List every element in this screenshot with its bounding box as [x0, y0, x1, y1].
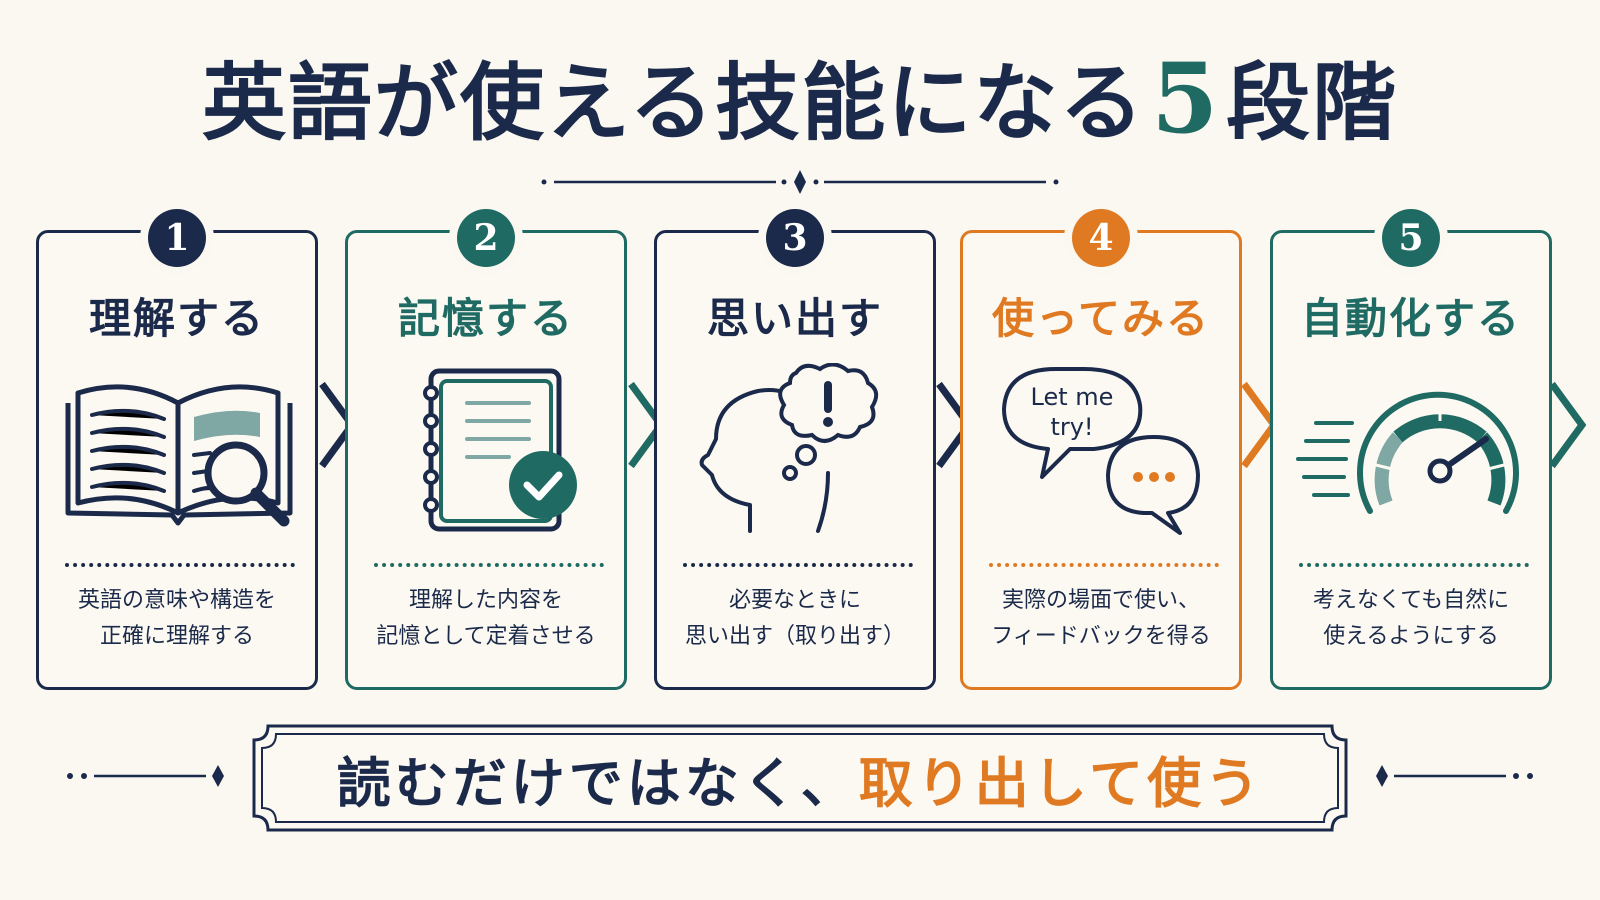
step-desc-4-line1: 実際の場面で使い、 — [1001, 588, 1200, 613]
step-desc-5-line2: 使えるようにする — [1323, 624, 1499, 649]
step-card-1: 1 理解する 英語の意味や構造を 正確に理解する — [36, 209, 318, 690]
step-heading-1: 理解する — [88, 294, 265, 343]
step-heading-2: 記憶する — [397, 294, 574, 343]
speech-bubbles-icon: Let me try! — [1002, 367, 1200, 535]
step-heading-4: 使ってみる — [992, 294, 1210, 343]
step-desc-1-line2: 正確に理解する — [99, 624, 254, 649]
notebook-check-icon — [423, 368, 577, 532]
step-desc-1-line1: 英語の意味や構造を — [77, 588, 276, 613]
title-main: 英語が使える技能になる — [201, 53, 1146, 152]
left-ornament — [67, 765, 224, 787]
step-badge-3: 3 — [766, 209, 824, 267]
page-title: 英語が使える技能になる5段階 — [0, 42, 1600, 155]
bubble-text-2: try! — [1050, 413, 1093, 441]
step-divider-4 — [989, 563, 1219, 567]
step-desc-2: 理解した内容を 記憶として定着させる — [348, 583, 624, 655]
step-desc-3-line2: 思い出す（取り出す） — [684, 624, 905, 649]
head-thought-icon — [699, 363, 879, 533]
step-desc-3-line1: 必要なときに — [728, 588, 861, 613]
step-desc-5: 考えなくても自然に 使えるようにする — [1273, 583, 1549, 655]
step-badge-4: 4 — [1072, 209, 1130, 267]
right-ornament — [1376, 765, 1533, 787]
step-card-4: 4 使ってみる Let me try! 実際の場面で使い、 フィードバックを得る — [960, 209, 1242, 690]
bottom-text-part1: 読むだけではなく、 — [336, 750, 859, 815]
step-desc-3: 必要なときに 思い出す（取り出す） — [657, 583, 933, 655]
step-heading-5: 自動化する — [1300, 294, 1521, 343]
bottom-banner: 読むだけではなく、取り出して使う — [250, 722, 1350, 834]
step-card-5: 5 自動化する 考えなくても自然に 使えるようにする — [1270, 209, 1552, 690]
chevron-right-icon — [1549, 381, 1587, 469]
step-badge-2: 2 — [457, 209, 515, 267]
step-badge-1: 1 — [148, 209, 206, 267]
step-card-3: 3 思い出す 必要なときに 思い出す（取り出す） — [654, 209, 936, 690]
step-divider-1 — [65, 563, 295, 567]
title-number: 5 — [1151, 42, 1221, 155]
title-suffix: 段階 — [1226, 53, 1399, 152]
bottom-banner-frame — [252, 724, 1348, 832]
step-desc-4-line2: フィードバックを得る — [991, 624, 1211, 649]
step-card-2: 2 記憶する 理解した内容を 記憶として定着させる — [345, 209, 627, 690]
step-desc-4: 実際の場面で使い、 フィードバックを得る — [963, 583, 1239, 655]
step-divider-2 — [374, 563, 604, 567]
bubble-text-1: Let me — [1031, 383, 1114, 411]
step-divider-5 — [1299, 563, 1529, 567]
step-heading-3: 思い出す — [706, 294, 883, 343]
step-desc-1: 英語の意味や構造を 正確に理解する — [39, 583, 315, 655]
step-badge-5: 5 — [1382, 209, 1440, 267]
step-desc-2-line2: 記憶として定着させる — [376, 624, 596, 649]
step-desc-5-line1: 考えなくても自然に — [1312, 588, 1510, 613]
bottom-text-highlight: 取り出して使う — [858, 750, 1264, 815]
step-desc-2-line1: 理解した内容を — [408, 588, 563, 613]
speedometer-icon — [1296, 391, 1519, 514]
step-divider-3 — [683, 563, 913, 567]
title-divider-ornament — [541, 170, 1059, 194]
book-magnifier-icon — [65, 384, 293, 527]
